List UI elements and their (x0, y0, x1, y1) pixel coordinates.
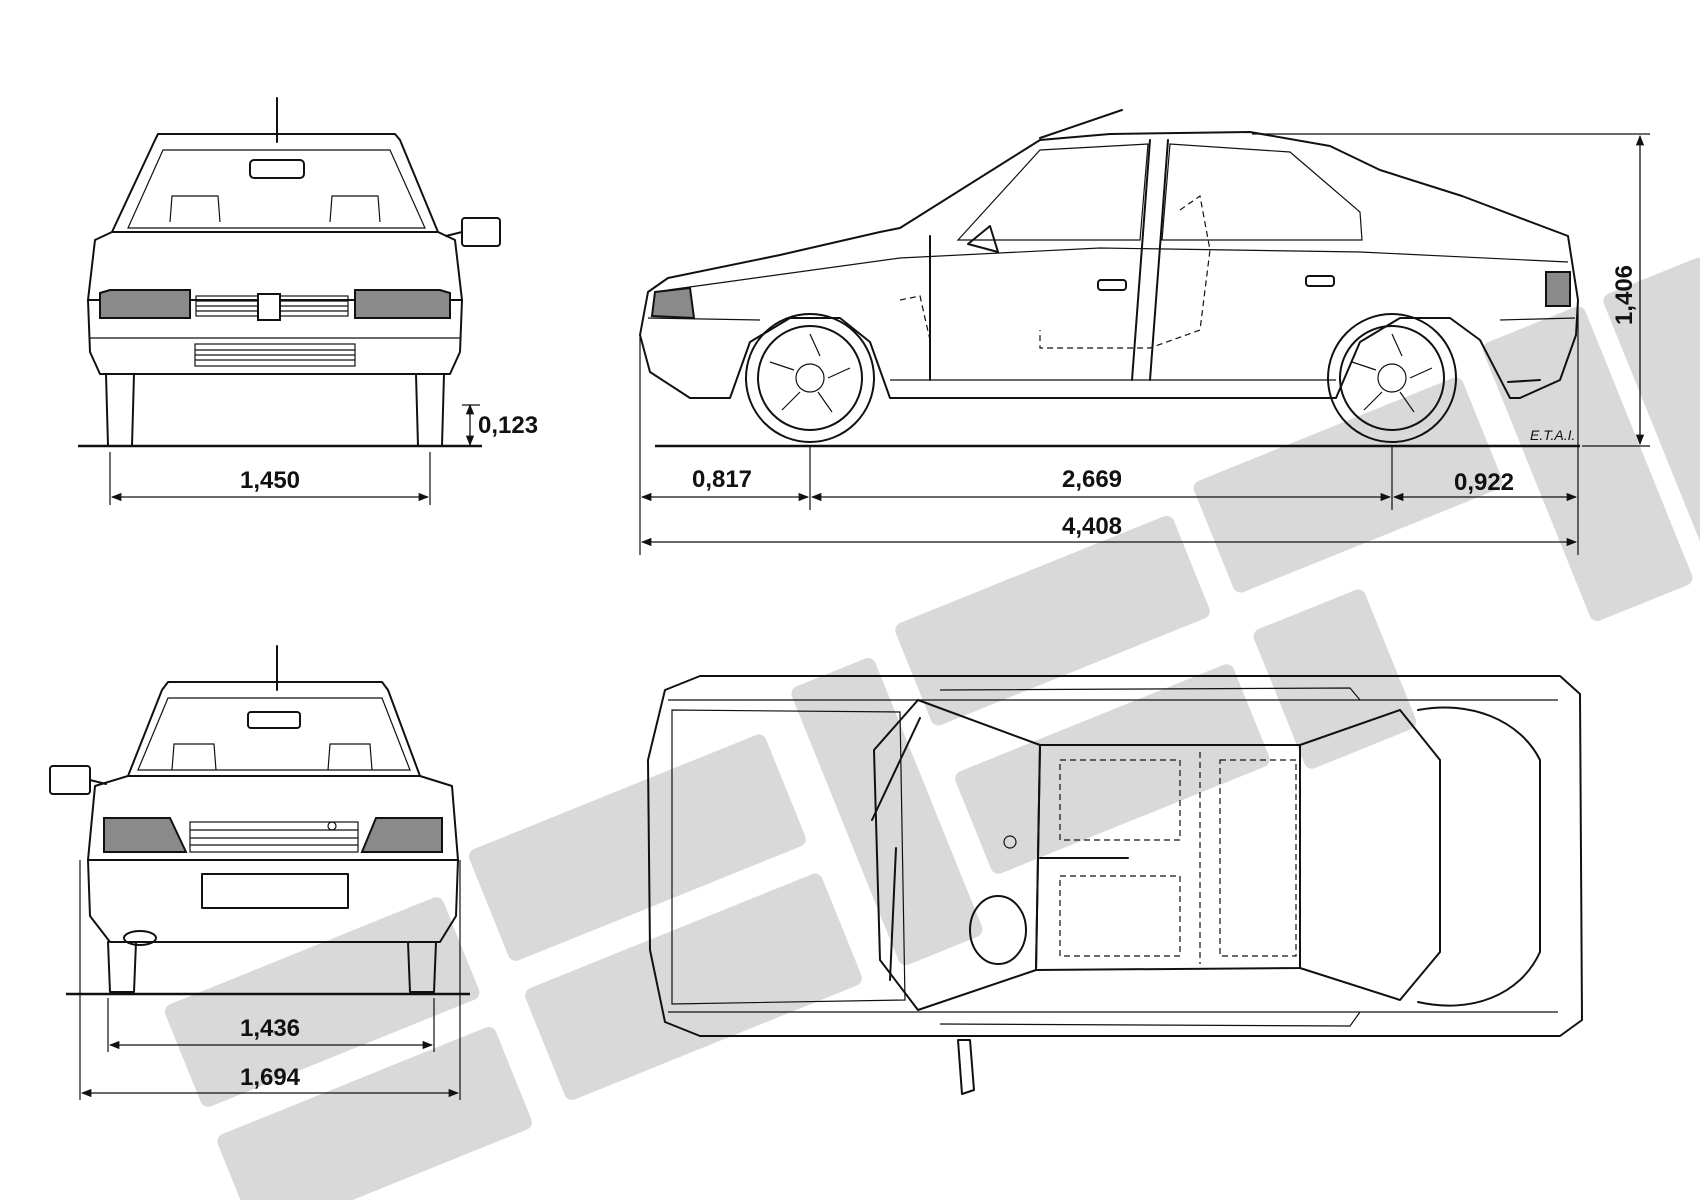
front-view: 0,123 1,450 (78, 97, 538, 505)
rear-door-window (1161, 143, 1363, 241)
front-clearance-label: 0,123 (478, 412, 538, 439)
top-view (647, 675, 1583, 1095)
side-headlight (650, 286, 696, 320)
side-antenna (1039, 109, 1123, 139)
overall-width-label: 1,694 (240, 1064, 301, 1091)
watermark-logo (164, 257, 1700, 1200)
exhaust-tip (123, 930, 157, 946)
front-door-window (956, 143, 1149, 241)
top-steering-wheel (969, 895, 1027, 965)
side-view-mirror (967, 225, 999, 253)
top-side-mirror (957, 1039, 975, 1095)
rear-wheel (1327, 313, 1457, 443)
front-door-handle (1097, 279, 1127, 291)
side-view: E.T.A.I. 1,406 0,817 2,669 0,922 4,408 (639, 109, 1650, 555)
overall-length-label: 4,408 (1062, 513, 1122, 540)
high-brake-light (247, 711, 301, 729)
left-tail-light (103, 817, 188, 853)
front-badge (257, 293, 281, 321)
license-plate-recess (201, 873, 349, 909)
right-tail-light (360, 817, 443, 853)
right-headlight (354, 289, 451, 319)
rear-view-mirror (249, 159, 305, 179)
rear-door-handle (1305, 275, 1335, 287)
side-tail-light (1545, 271, 1571, 307)
rear-overhang-label: 0,922 (1454, 469, 1514, 496)
rear-view: 1,436 1,694 (49, 645, 470, 1100)
rear-track-label: 1,436 (240, 1015, 300, 1042)
front-wheel (745, 313, 875, 443)
wheelbase-label: 2,669 (1062, 466, 1122, 493)
side-mirror (461, 217, 501, 247)
credit-label: E.T.A.I. (1530, 427, 1575, 443)
top-rear-window (1299, 709, 1441, 1001)
height-label: 1,406 (1611, 265, 1638, 325)
rear-side-mirror (49, 765, 91, 795)
front-overhang-label: 0,817 (692, 466, 752, 493)
front-track-label: 1,450 (240, 467, 300, 494)
left-headlight (99, 289, 191, 319)
